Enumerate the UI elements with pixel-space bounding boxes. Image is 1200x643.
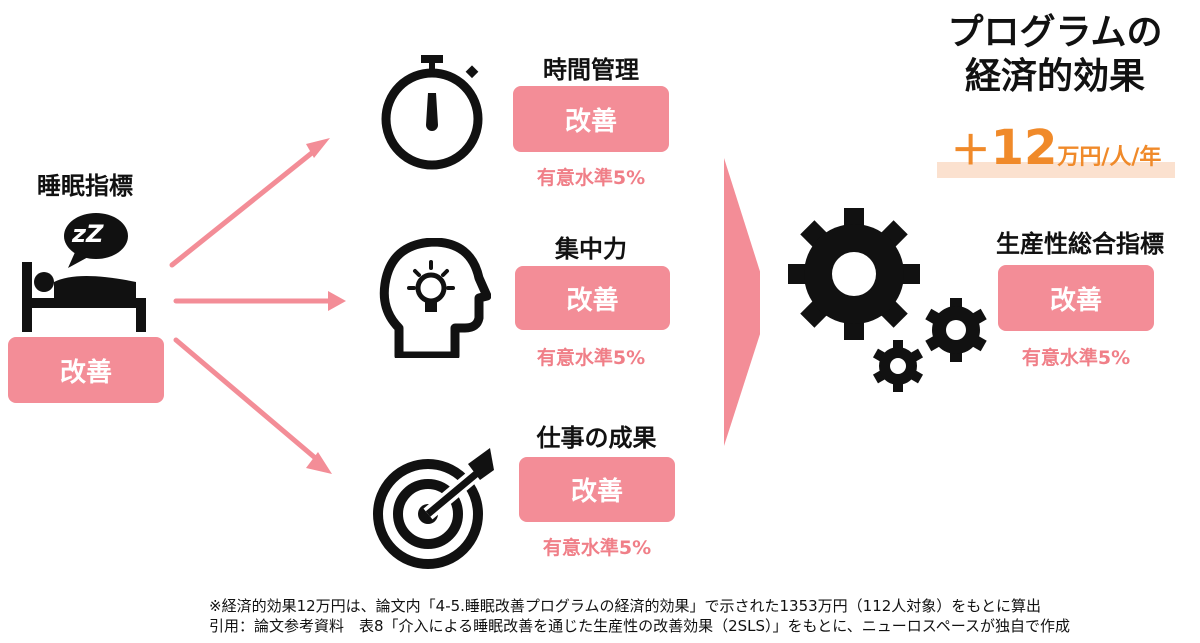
economic-effect-title-line2: 経済的効果 — [964, 56, 1145, 97]
economic-effect-plus: ＋ — [950, 128, 991, 174]
footnote-citation: 引用：論文参考資料 表8「介入による睡眠改善を通じた生産性の改善効果（2SLS）… — [209, 617, 1070, 635]
time-management-label: 時間管理 — [543, 56, 639, 84]
concentration-result-badge: 改善 — [515, 266, 670, 330]
stopwatch-icon — [380, 53, 490, 173]
sleep-zz-text: zZ — [72, 220, 104, 248]
economic-effect-title-line1: プログラムの — [947, 12, 1163, 53]
economic-effect-value: ＋12万円/人/年 — [937, 118, 1175, 178]
time-management-significance: 有意水準5% — [536, 167, 646, 189]
work-performance-label: 仕事の成果 — [536, 424, 657, 452]
sleep-label: 睡眠指標 — [37, 172, 133, 200]
big-chevron-arrow — [724, 158, 760, 446]
head-lightbulb-icon — [379, 238, 491, 358]
target-arrow-icon — [372, 444, 502, 574]
concentration-label: 集中力 — [555, 235, 627, 263]
sleep-result-badge: 改善 — [8, 337, 164, 403]
gears-icon — [788, 208, 988, 398]
sleeping-person-icon — [18, 210, 158, 335]
concentration-significance: 有意水準5% — [536, 347, 646, 369]
economic-effect-highlight — [937, 162, 1175, 178]
economic-effect-unit: 万円/人/年 — [1057, 145, 1162, 170]
work-performance-significance: 有意水準5% — [542, 537, 652, 559]
footnote-economic-basis: ※経済的効果12万円は、論文内「4-5.睡眠改善プログラムの経済的効果」で示され… — [209, 597, 1041, 615]
productivity-result-badge: 改善 — [998, 265, 1154, 331]
time-management-result-badge: 改善 — [513, 86, 669, 152]
economic-effect-number: 12 — [990, 120, 1058, 176]
productivity-significance: 有意水準5% — [1021, 347, 1131, 369]
connector-arrows — [169, 138, 760, 474]
work-performance-result-badge: 改善 — [519, 457, 675, 522]
productivity-label: 生産性総合指標 — [996, 230, 1164, 258]
